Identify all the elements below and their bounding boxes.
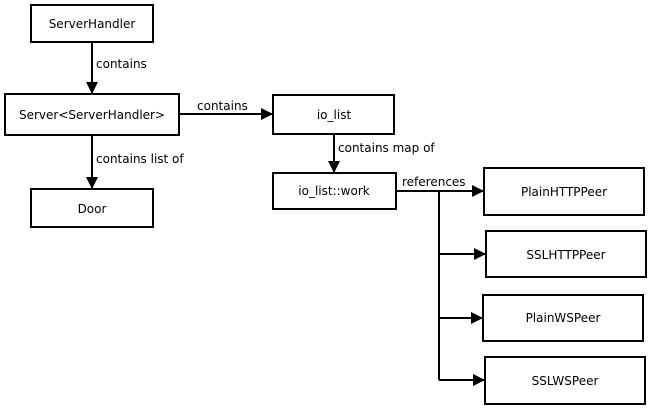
node-io-list-label: io_list: [317, 108, 352, 122]
edge-labels: contains contains contains list of conta…: [96, 57, 466, 189]
label-server-to-door: contains list of: [96, 152, 184, 166]
node-io-list-work: io_list::work: [272, 172, 397, 210]
label-work-to-peers: references: [402, 175, 466, 189]
node-io-list: io_list: [272, 94, 395, 135]
node-ssl-ws-peer: SSLWSPeer: [484, 356, 646, 405]
node-server-label: Server<ServerHandler>: [19, 108, 165, 122]
node-plain-ws-peer: PlainWSPeer: [482, 294, 644, 342]
node-door: Door: [30, 188, 154, 228]
node-io-list-work-label: io_list::work: [298, 184, 369, 198]
node-server-handler: ServerHandler: [30, 4, 154, 43]
node-ssl-ws-peer-label: SSLWSPeer: [532, 374, 599, 388]
label-server-to-io-list: contains: [197, 99, 248, 113]
edge-work-to-peers: [396, 185, 486, 386]
node-plain-http-peer-label: PlainHTTPPeer: [521, 185, 607, 199]
node-ssl-http-peer-label: SSLHTTPPeer: [526, 248, 605, 262]
node-door-label: Door: [78, 202, 107, 216]
node-ssl-http-peer: SSLHTTPPeer: [485, 230, 647, 278]
node-plain-http-peer: PlainHTTPPeer: [483, 167, 645, 216]
node-server-handler-label: ServerHandler: [49, 17, 136, 31]
node-plain-ws-peer-label: PlainWSPeer: [526, 311, 601, 325]
label-handler-to-server: contains: [96, 57, 147, 71]
label-io-list-to-work: contains map of: [338, 141, 435, 155]
node-server: Server<ServerHandler>: [4, 93, 180, 136]
edges: [86, 42, 486, 386]
